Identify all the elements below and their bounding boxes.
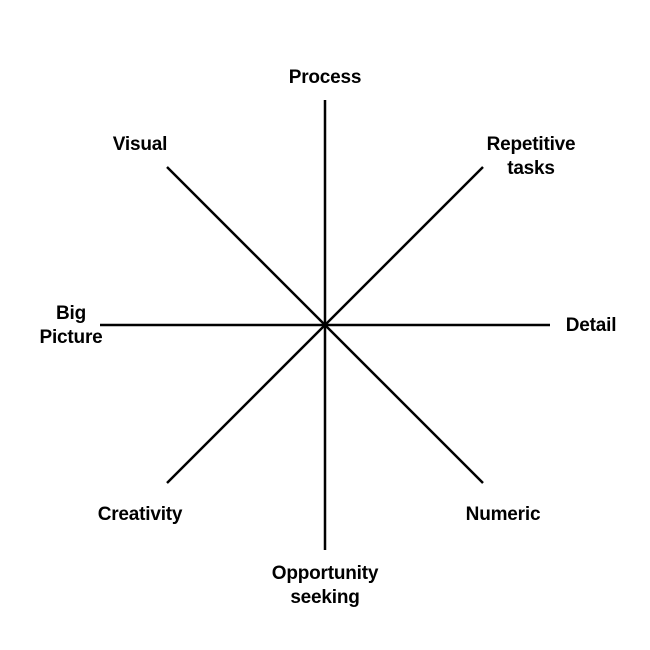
axis-line-visual (166, 166, 326, 326)
label-opportunity-seeking: Opportunity seeking (271, 563, 379, 608)
axis-line-repetitive-tasks (324, 166, 484, 326)
label-visual: Visual (112, 134, 168, 155)
label-process: Process (288, 67, 362, 88)
axis-line-numeric (324, 324, 484, 484)
label-big-picture: Big Picture (39, 303, 103, 348)
axis-line-creativity (166, 324, 326, 484)
label-repetitive-tasks: Repetitive tasks (486, 134, 576, 179)
label-detail: Detail (565, 315, 617, 336)
label-creativity: Creativity (97, 504, 183, 525)
label-numeric: Numeric (465, 504, 541, 525)
